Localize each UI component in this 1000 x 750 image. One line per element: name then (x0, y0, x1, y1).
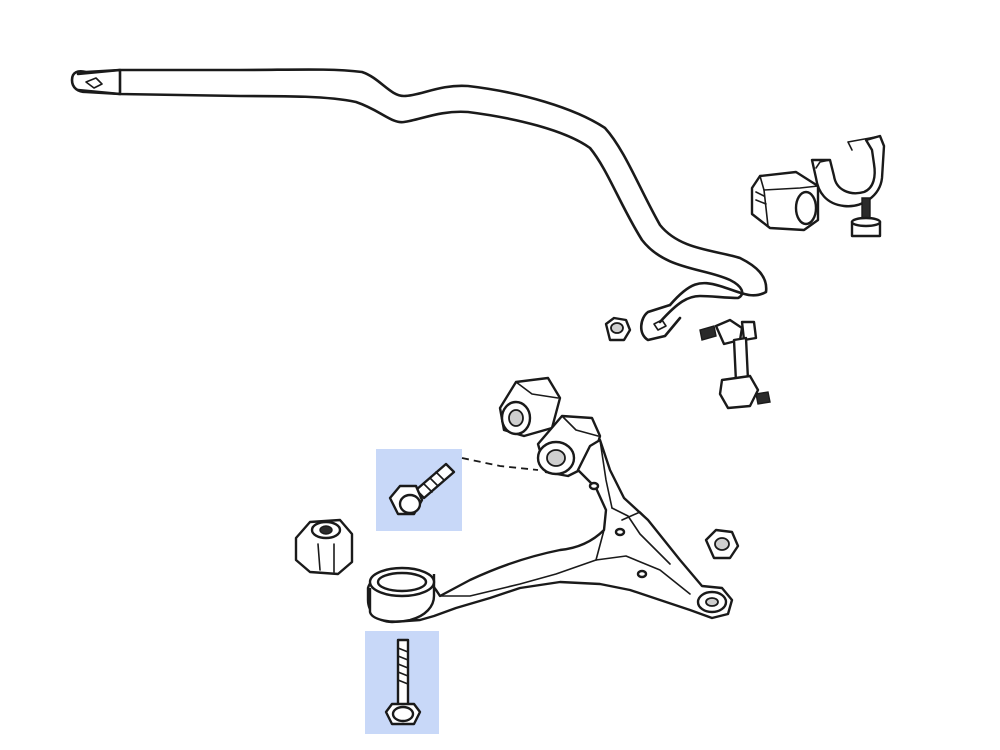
alignment-line (461, 457, 539, 471)
stabilizer-bar[interactable] (70, 68, 768, 342)
holder-flange-bolt[interactable] (850, 197, 882, 238)
stabilizer-bushing[interactable] (750, 170, 820, 232)
stabilizer-link[interactable] (699, 318, 771, 410)
front-bushing[interactable] (294, 518, 354, 576)
arm-flange-nut[interactable] (704, 528, 740, 560)
flange-bolt-highlighted[interactable] (388, 462, 456, 516)
lower-control-arm[interactable] (366, 438, 734, 624)
long-bolt-highlighted[interactable] (384, 638, 422, 726)
flange-nut-bar-end[interactable] (604, 316, 632, 342)
upper-compliance-bushing[interactable] (498, 376, 562, 438)
bushing-holder[interactable] (810, 134, 886, 208)
